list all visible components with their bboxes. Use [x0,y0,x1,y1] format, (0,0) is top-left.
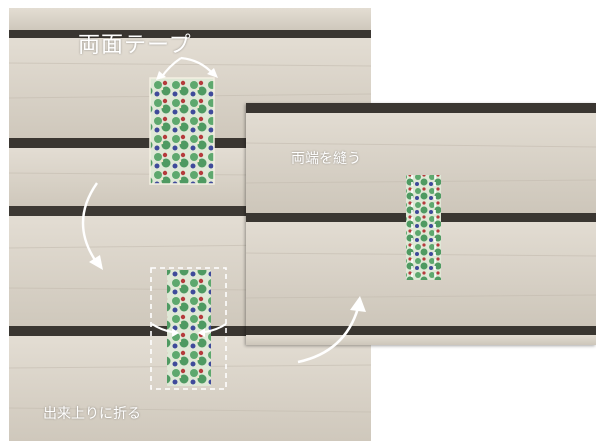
caption-fold-finished: 出来上りに折る [43,406,141,422]
caption-double-sided-tape: 両面テープ [78,33,192,58]
fold-outline [150,267,227,390]
seam-lines [411,175,436,280]
fabric-piece-top [150,78,214,184]
curved-arrow-down [81,182,98,264]
photo-step-right [246,103,596,345]
fold-arrows [151,323,227,333]
caption-sew-both-ends: 両端を縫う [291,151,361,167]
wood-board-right [246,103,596,345]
fabric-piece-folded [167,270,211,386]
curved-arrow-up [297,296,366,364]
